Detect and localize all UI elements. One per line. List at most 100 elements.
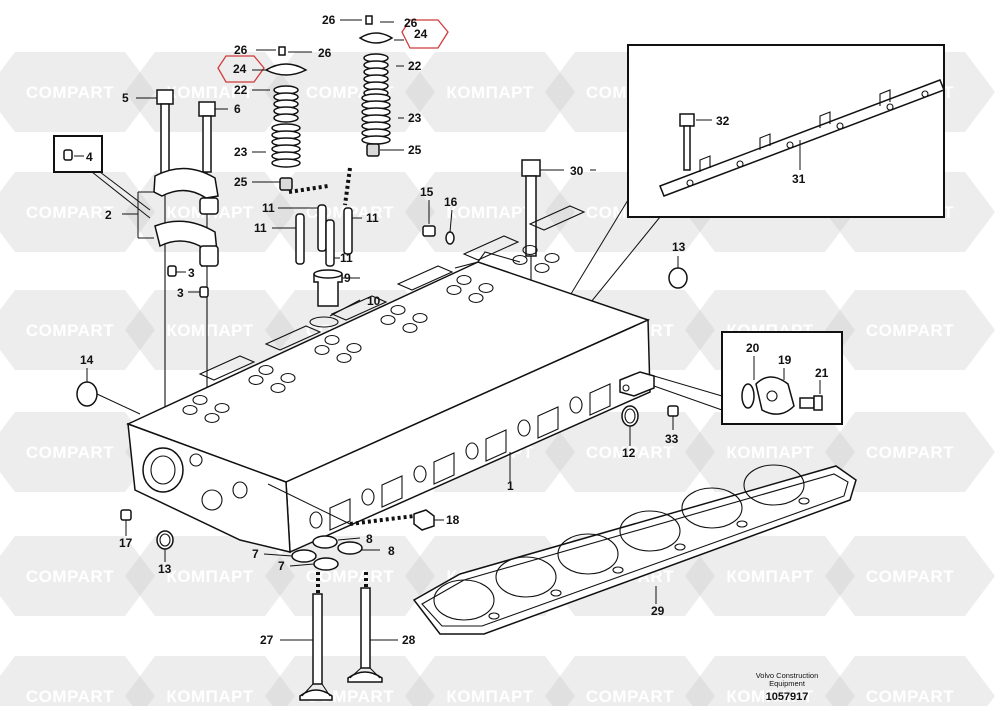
watermark-text: COMPART xyxy=(26,203,114,222)
callout-18: 18 xyxy=(446,513,460,527)
coolant-hole xyxy=(736,520,748,528)
watermark-text: КОМПАРТ xyxy=(446,687,533,706)
valve-pocket xyxy=(522,244,538,256)
watermark-text: COMPART xyxy=(866,443,954,462)
spring-coil xyxy=(361,135,391,145)
rocker-seat xyxy=(330,295,388,321)
callout-9: 9 xyxy=(344,271,351,285)
callout-20: 20 xyxy=(746,341,760,355)
valve-pocket xyxy=(204,412,220,424)
watermark-text: COMPART xyxy=(26,321,114,340)
o-ring-10 xyxy=(309,316,339,328)
callout-26d: 26 xyxy=(318,46,332,60)
drawing-footer: Volvo Construction Equipment 1057917 xyxy=(756,671,819,703)
highlight-24-right xyxy=(401,19,449,49)
valve-pocket xyxy=(280,372,296,384)
exhaust-port xyxy=(537,406,559,439)
callout-11c: 11 xyxy=(366,211,379,225)
callout-26b: 26 xyxy=(404,16,418,30)
callout-14: 14 xyxy=(80,353,94,367)
callout-27: 27 xyxy=(260,633,274,647)
valve-spring-stack-left xyxy=(264,46,353,267)
watermark-text: COMPART xyxy=(586,687,674,706)
rocker-seat xyxy=(462,235,520,261)
callout-11b: 11 xyxy=(254,221,267,235)
exhaust-port xyxy=(329,498,351,531)
callout-32: 32 xyxy=(716,114,730,128)
watermark-text: COMPART xyxy=(586,443,674,462)
watermark-text: COMPART xyxy=(306,567,394,586)
valve-pocket xyxy=(192,394,208,406)
watermark-tile: COMPART xyxy=(0,536,155,616)
watermark-text: КОМПАРТ xyxy=(166,687,253,706)
callout-12: 12 xyxy=(622,446,636,460)
watermark-tile: COMPART xyxy=(825,536,995,616)
plug-18 xyxy=(413,509,444,531)
rocker-seat xyxy=(528,205,586,231)
exhaust-port xyxy=(485,429,507,462)
dowel-3b xyxy=(188,286,209,298)
callout-4: 4 xyxy=(86,150,93,164)
plug-14 xyxy=(76,368,141,415)
watermark-text: COMPART xyxy=(26,567,114,586)
plug-13-bottom xyxy=(156,530,174,562)
exhaust-port xyxy=(433,452,455,485)
watermark-tile: COMPART xyxy=(0,172,155,252)
watermark-tile: КОМПАРТ xyxy=(125,536,295,616)
watermark-tile: КОМПАРТ xyxy=(125,656,295,706)
valve-pocket xyxy=(182,404,198,416)
coolant-hole xyxy=(798,497,810,505)
bolt-hole xyxy=(361,488,375,506)
callout-3b: 3 xyxy=(177,286,184,300)
callout-31: 31 xyxy=(792,172,806,186)
dash-18 xyxy=(349,514,415,526)
cylinder-bore xyxy=(681,487,743,529)
valve-pocket xyxy=(534,262,550,274)
valve-pocket xyxy=(270,382,286,394)
plug-33 xyxy=(667,405,679,430)
callout-30: 30 xyxy=(570,164,584,178)
valve-pocket xyxy=(446,284,462,296)
callout-11d: 11 xyxy=(340,251,353,265)
callout-26c: 26 xyxy=(234,43,248,57)
callout-5: 5 xyxy=(122,91,129,105)
cylinder-bore xyxy=(433,579,495,621)
watermark-tile: COMPART xyxy=(545,656,715,706)
valve-spring-stack-right xyxy=(343,15,394,206)
watermark-text: КОМПАРТ xyxy=(166,567,253,586)
watermark-text: COMPART xyxy=(26,687,114,706)
injector-sleeve-9 xyxy=(313,269,343,307)
watermark-text: COMPART xyxy=(26,83,114,102)
plug-13-top xyxy=(668,256,688,289)
plug-15 xyxy=(422,200,436,237)
callout-25a: 25 xyxy=(234,175,248,189)
callout-19: 19 xyxy=(778,353,792,367)
bolt-hole xyxy=(465,442,479,460)
watermark-tile: КОМПАРТ xyxy=(405,52,575,132)
leader-lines xyxy=(252,19,596,317)
watermark-text: КОМПАРТ xyxy=(166,83,253,102)
watermark-text: КОМПАРТ xyxy=(726,687,813,706)
callout-13b: 13 xyxy=(158,562,172,576)
watermark-text: КОМПАРТ xyxy=(166,321,253,340)
washer-16 xyxy=(445,209,455,245)
callout-7a: 7 xyxy=(252,547,259,561)
valve-pocket xyxy=(468,292,484,304)
watermark-text: COMPART xyxy=(866,567,954,586)
watermark-tile: COMPART xyxy=(0,656,155,706)
valve-pocket xyxy=(512,254,528,266)
watermark-text: COMPART xyxy=(26,443,114,462)
valve-pocket xyxy=(402,322,418,334)
bolt-5 xyxy=(136,89,174,420)
cylinder-bore xyxy=(619,510,681,552)
rocker-seat xyxy=(264,325,322,351)
watermark-tile: КОМПАРТ xyxy=(125,290,295,370)
drawing-number: 1057917 xyxy=(766,691,809,703)
valve-seals-7-8 xyxy=(263,535,380,571)
cylinder-head-1 xyxy=(126,205,655,554)
watermark-text: КОМПАРТ xyxy=(446,203,533,222)
rocker-seat xyxy=(198,355,256,381)
watermark-tile: COMPART xyxy=(825,412,995,492)
callout-33: 33 xyxy=(665,432,679,446)
